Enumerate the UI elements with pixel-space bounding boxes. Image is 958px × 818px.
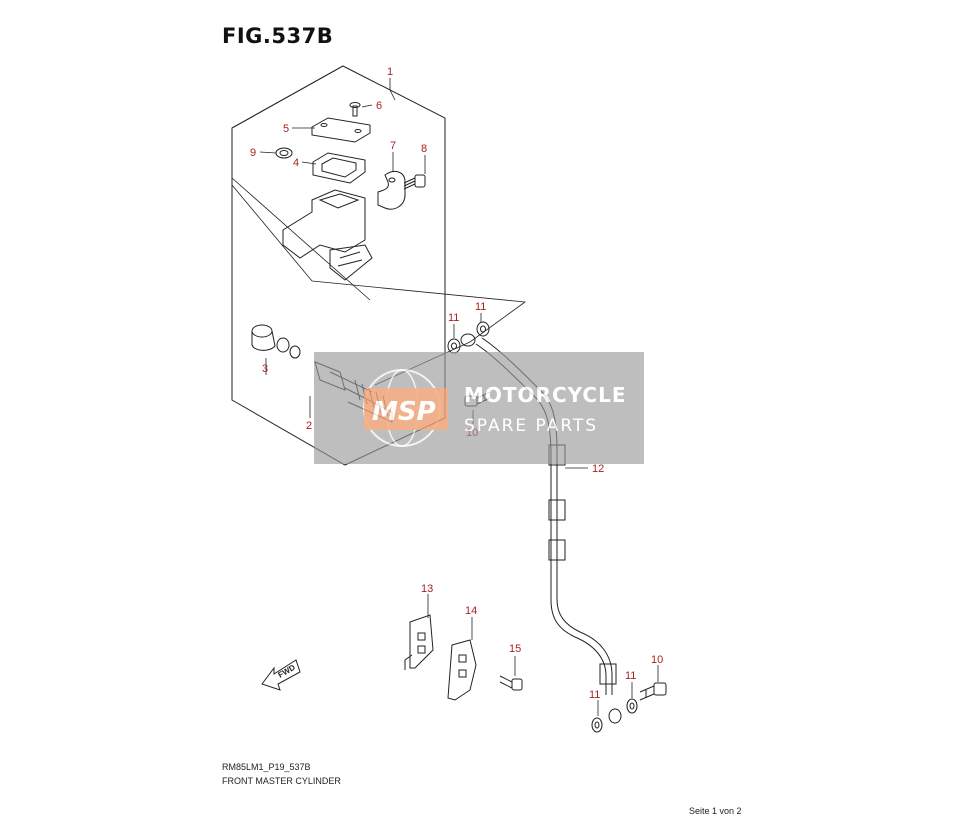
washer-part-11-a bbox=[447, 338, 461, 354]
callout-8: 8 bbox=[421, 143, 427, 155]
bracket-part-14 bbox=[447, 639, 477, 701]
callout-13: 13 bbox=[421, 583, 433, 595]
fwd-arrow-icon: FWD bbox=[261, 659, 301, 691]
callout-1: 1 bbox=[387, 66, 393, 78]
callout-11-b: 11 bbox=[475, 301, 486, 313]
washer-part-11-b bbox=[476, 321, 490, 337]
callout-3: 3 bbox=[262, 363, 268, 375]
watermark: MSP MOTORCYCLE SPARE PARTS bbox=[314, 352, 644, 464]
callout-10-lower: 10 bbox=[651, 654, 663, 666]
callout-4: 4 bbox=[293, 157, 299, 169]
washer-part-11-d bbox=[626, 698, 638, 714]
callout-2: 2 bbox=[306, 420, 312, 432]
banjo-bolt-part-10-b bbox=[639, 682, 667, 701]
boot-part-3 bbox=[251, 324, 301, 359]
figure-caption: FRONT MASTER CYLINDER bbox=[222, 776, 341, 786]
callout-11-d: 11 bbox=[625, 670, 636, 682]
callout-5: 5 bbox=[283, 123, 289, 135]
callout-11-a: 11 bbox=[448, 312, 459, 324]
callout-12: 12 bbox=[592, 463, 604, 475]
figure-title: FIG.537B bbox=[222, 24, 334, 48]
screw-part-6 bbox=[349, 102, 361, 117]
watermark-line1: MOTORCYCLE bbox=[464, 383, 626, 407]
clamp-part-7 bbox=[377, 171, 406, 210]
callout-11-c: 11 bbox=[589, 689, 600, 701]
callout-14: 14 bbox=[465, 605, 477, 617]
watermark-logo: MSP bbox=[372, 397, 436, 427]
bracket-part-13 bbox=[404, 614, 434, 670]
model-code: RM85LM1_P19_537B bbox=[222, 762, 311, 772]
callout-7: 7 bbox=[390, 140, 396, 152]
ring-part-9 bbox=[275, 147, 293, 159]
screw-part-15 bbox=[499, 675, 523, 691]
callout-6: 6 bbox=[376, 100, 382, 112]
reservoir-cover-part-5 bbox=[311, 117, 371, 143]
bolt-part-8 bbox=[403, 174, 426, 190]
watermark-line2: SPARE PARTS bbox=[464, 416, 598, 436]
page-indicator: Seite 1 von 2 bbox=[689, 806, 742, 816]
callout-9: 9 bbox=[250, 147, 256, 159]
diaphragm-part-4 bbox=[312, 152, 366, 184]
watermark-logo-badge bbox=[364, 388, 448, 430]
washer-part-11-c bbox=[591, 717, 603, 733]
master-cylinder-body bbox=[282, 189, 373, 281]
callout-15: 15 bbox=[509, 643, 521, 655]
